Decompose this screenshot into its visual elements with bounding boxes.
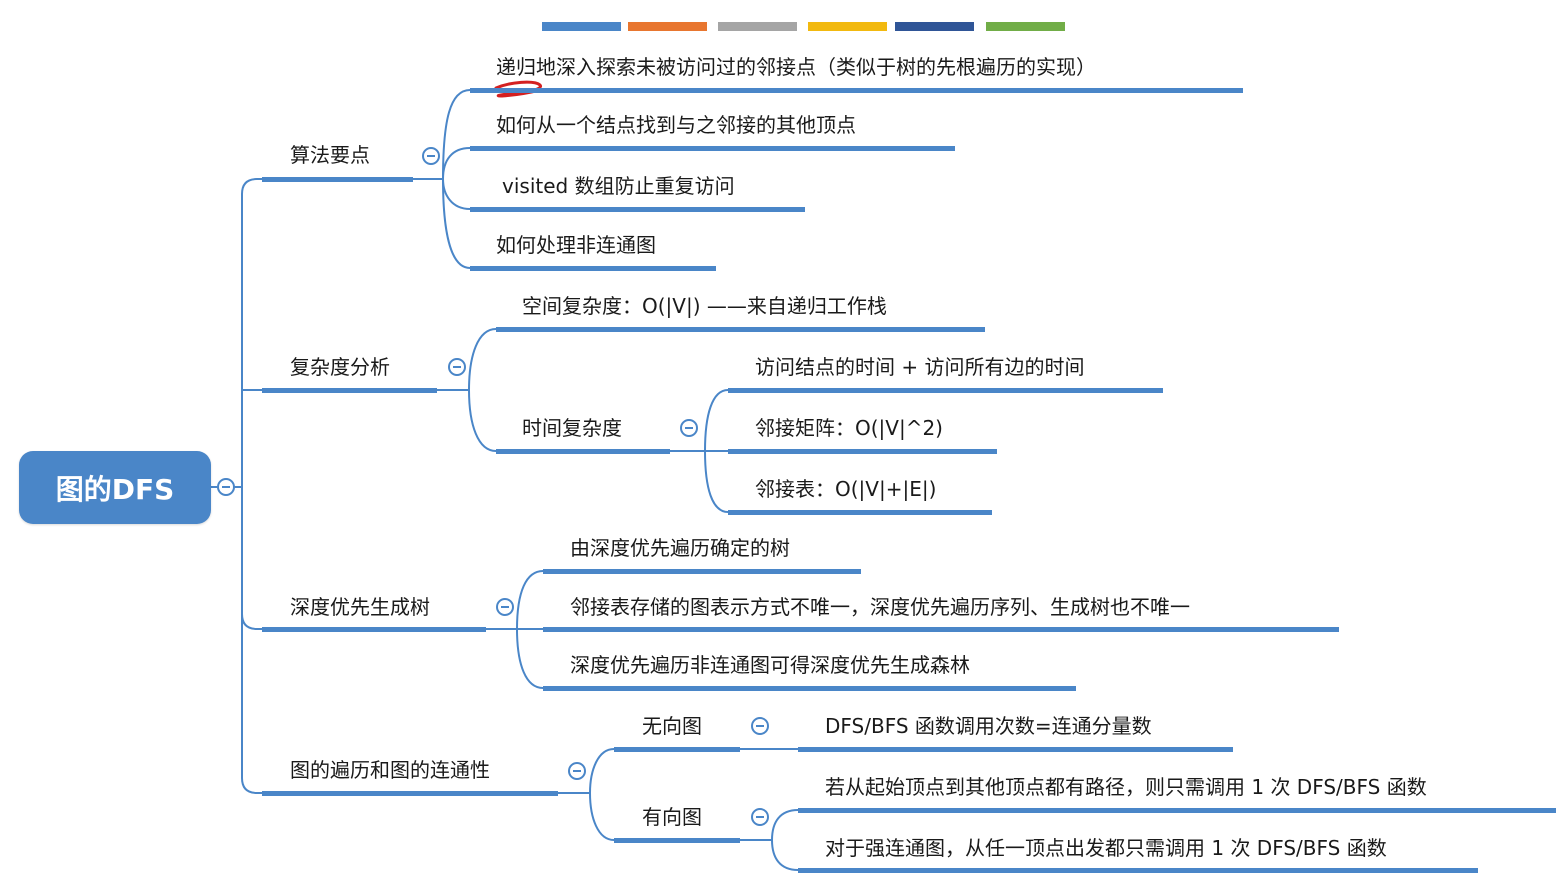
spanning-item-2[interactable]: 邻接表存储的图表示方式不唯一，深度优先遍历序列、生成树也不唯一	[570, 595, 1190, 619]
node-algorithm-underline	[262, 177, 413, 182]
complexity-space[interactable]: 空间复杂度：O(|V|) ——来自递归工作栈	[522, 294, 887, 318]
node-undirected-label[interactable]: 无向图	[642, 714, 702, 738]
time-item-1[interactable]: 访问结点的时间 + 访问所有边的时间	[755, 355, 1085, 379]
node-complexity-underline	[262, 388, 437, 393]
palette-swatch-3[interactable]	[718, 22, 797, 31]
algorithm-item-3[interactable]: visited 数组防止重复访问	[502, 174, 735, 198]
root-node-label: 图的DFS	[55, 472, 175, 506]
spanning-item-3[interactable]: 深度优先遍历非连通图可得深度优先生成森林	[570, 653, 970, 677]
node-time-label[interactable]: 时间复杂度	[522, 416, 622, 440]
spanning-item-1-underline	[543, 569, 861, 574]
directed-item-2-underline	[798, 868, 1478, 873]
node-undirected-underline	[614, 747, 740, 752]
spanning-collapse-toggle[interactable]	[496, 598, 514, 616]
handwritten-underline-mark	[494, 80, 543, 98]
directed-item-1-underline	[798, 808, 1556, 813]
spanning-item-1[interactable]: 由深度优先遍历确定的树	[570, 536, 790, 560]
algorithm-item-1-underline	[470, 88, 1243, 93]
time-item-2-underline	[728, 449, 997, 454]
time-item-3-underline	[728, 510, 992, 515]
root-node[interactable]: 图的DFS	[19, 451, 211, 524]
undirected-item-1[interactable]: DFS/BFS 函数调用次数=连通分量数	[825, 714, 1152, 738]
node-directed-underline	[614, 838, 740, 843]
complexity-collapse-toggle[interactable]	[448, 358, 466, 376]
node-connectivity-underline	[262, 791, 558, 796]
time-item-3[interactable]: 邻接表：O(|V|+|E|)	[755, 477, 937, 501]
time-item-2[interactable]: 邻接矩阵：O(|V|^2)	[755, 416, 943, 440]
palette-swatch-5[interactable]	[895, 22, 974, 31]
root-collapse-toggle[interactable]	[217, 478, 235, 496]
node-spanning-label[interactable]: 深度优先生成树	[290, 595, 430, 619]
directed-collapse-toggle[interactable]	[751, 808, 769, 826]
node-time-underline	[496, 449, 670, 454]
time-collapse-toggle[interactable]	[680, 419, 698, 437]
node-complexity-label[interactable]: 复杂度分析	[290, 355, 390, 379]
node-connectivity-label[interactable]: 图的遍历和图的连通性	[290, 758, 490, 782]
undirected-collapse-toggle[interactable]	[751, 717, 769, 735]
complexity-space-underline	[496, 327, 985, 332]
undirected-item-1-underline	[798, 747, 1233, 752]
node-spanning-underline	[262, 627, 486, 632]
palette-swatch-6[interactable]	[986, 22, 1065, 31]
algorithm-item-1[interactable]: 递归地深入探索未被访问过的邻接点（类似于树的先根遍历的实现）	[496, 55, 1096, 79]
palette-swatch-2[interactable]	[628, 22, 707, 31]
node-algorithm-label[interactable]: 算法要点	[290, 143, 370, 167]
algorithm-item-4-underline	[470, 266, 716, 271]
directed-item-1[interactable]: 若从起始顶点到其他顶点都有路径，则只需调用 1 次 DFS/BFS 函数	[825, 775, 1427, 799]
algorithm-item-2-underline	[470, 146, 955, 151]
algorithm-item-2[interactable]: 如何从一个结点找到与之邻接的其他顶点	[496, 113, 856, 137]
spanning-item-2-underline	[543, 627, 1339, 632]
spanning-item-3-underline	[543, 686, 1076, 691]
time-item-1-underline	[728, 388, 1163, 393]
node-directed-label[interactable]: 有向图	[642, 805, 702, 829]
palette-swatch-1[interactable]	[542, 22, 621, 31]
palette-swatch-4[interactable]	[808, 22, 887, 31]
directed-item-2[interactable]: 对于强连通图，从任一顶点出发都只需调用 1 次 DFS/BFS 函数	[825, 836, 1387, 860]
algorithm-item-4[interactable]: 如何处理非连通图	[496, 233, 656, 257]
algorithm-item-3-underline	[470, 207, 805, 212]
connectivity-collapse-toggle[interactable]	[568, 762, 586, 780]
algorithm-collapse-toggle[interactable]	[422, 147, 440, 165]
